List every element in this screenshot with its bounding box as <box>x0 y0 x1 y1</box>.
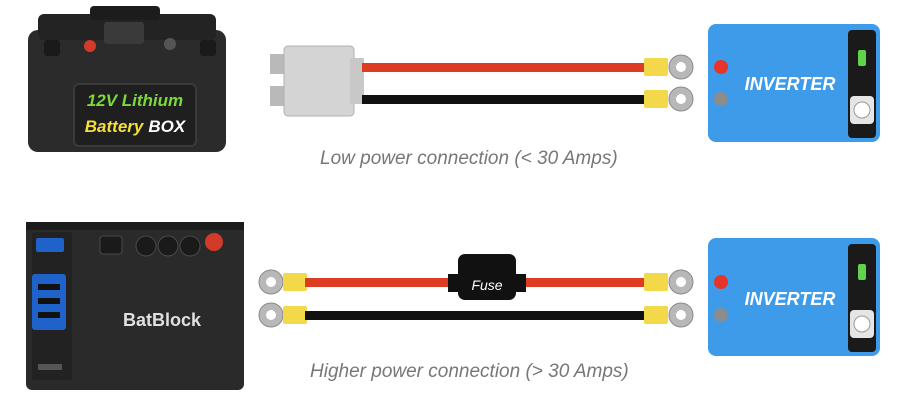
batblock-battery: BatBlock <box>26 222 244 390</box>
inverter-negative-post-icon <box>714 92 728 106</box>
fuse-label: Fuse <box>471 277 502 293</box>
inverter-negative-post-icon <box>714 308 728 322</box>
battery-grey-terminal-icon <box>164 38 176 50</box>
low-power-caption: Low power connection (< 30 Amps) <box>320 148 618 169</box>
batblock-label: BatBlock <box>123 310 202 330</box>
inverter-bottom-label: INVERTER <box>745 289 836 309</box>
batblock-socket2-icon <box>157 235 179 257</box>
batblock-socket1-icon <box>135 235 157 257</box>
anderson-connector-icon <box>270 45 364 117</box>
inverter-led-icon <box>858 50 866 66</box>
negative-wire-top <box>362 95 648 104</box>
inverter-positive-post-icon <box>714 275 728 289</box>
ring-terminal-bottom-left-positive <box>258 269 307 295</box>
ring-terminal-bottom-left-negative <box>258 302 307 328</box>
battery-label-word-battery: Battery <box>85 117 145 136</box>
battery-label-line1: 12V Lithium <box>87 91 183 110</box>
ring-terminal-top-positive <box>644 54 694 80</box>
fuse-holder: Fuse <box>448 254 526 300</box>
negative-wire-bottom <box>305 311 647 320</box>
inverter-led-icon <box>858 264 866 280</box>
ring-terminal-top-negative <box>644 86 694 112</box>
battery-label-word-box: BOX <box>148 117 187 136</box>
ring-terminal-bottom-right-negative <box>644 302 694 328</box>
inverter-positive-post-icon <box>714 60 728 74</box>
positive-wire-top <box>362 63 648 72</box>
battery-red-terminal-icon <box>84 40 96 52</box>
high-power-caption: Higher power connection (> 30 Amps) <box>310 361 629 382</box>
inverter-top-label: INVERTER <box>745 74 836 94</box>
batblock-meter-icon <box>99 235 123 255</box>
batblock-display-icon <box>36 238 64 252</box>
inverter-bottom: INVERTER <box>708 238 880 356</box>
ring-terminal-bottom-right-positive <box>644 269 694 295</box>
batblock-switch-icon <box>205 233 223 251</box>
batblock-socket3-icon <box>179 235 201 257</box>
inverter-top: INVERTER <box>708 24 880 142</box>
